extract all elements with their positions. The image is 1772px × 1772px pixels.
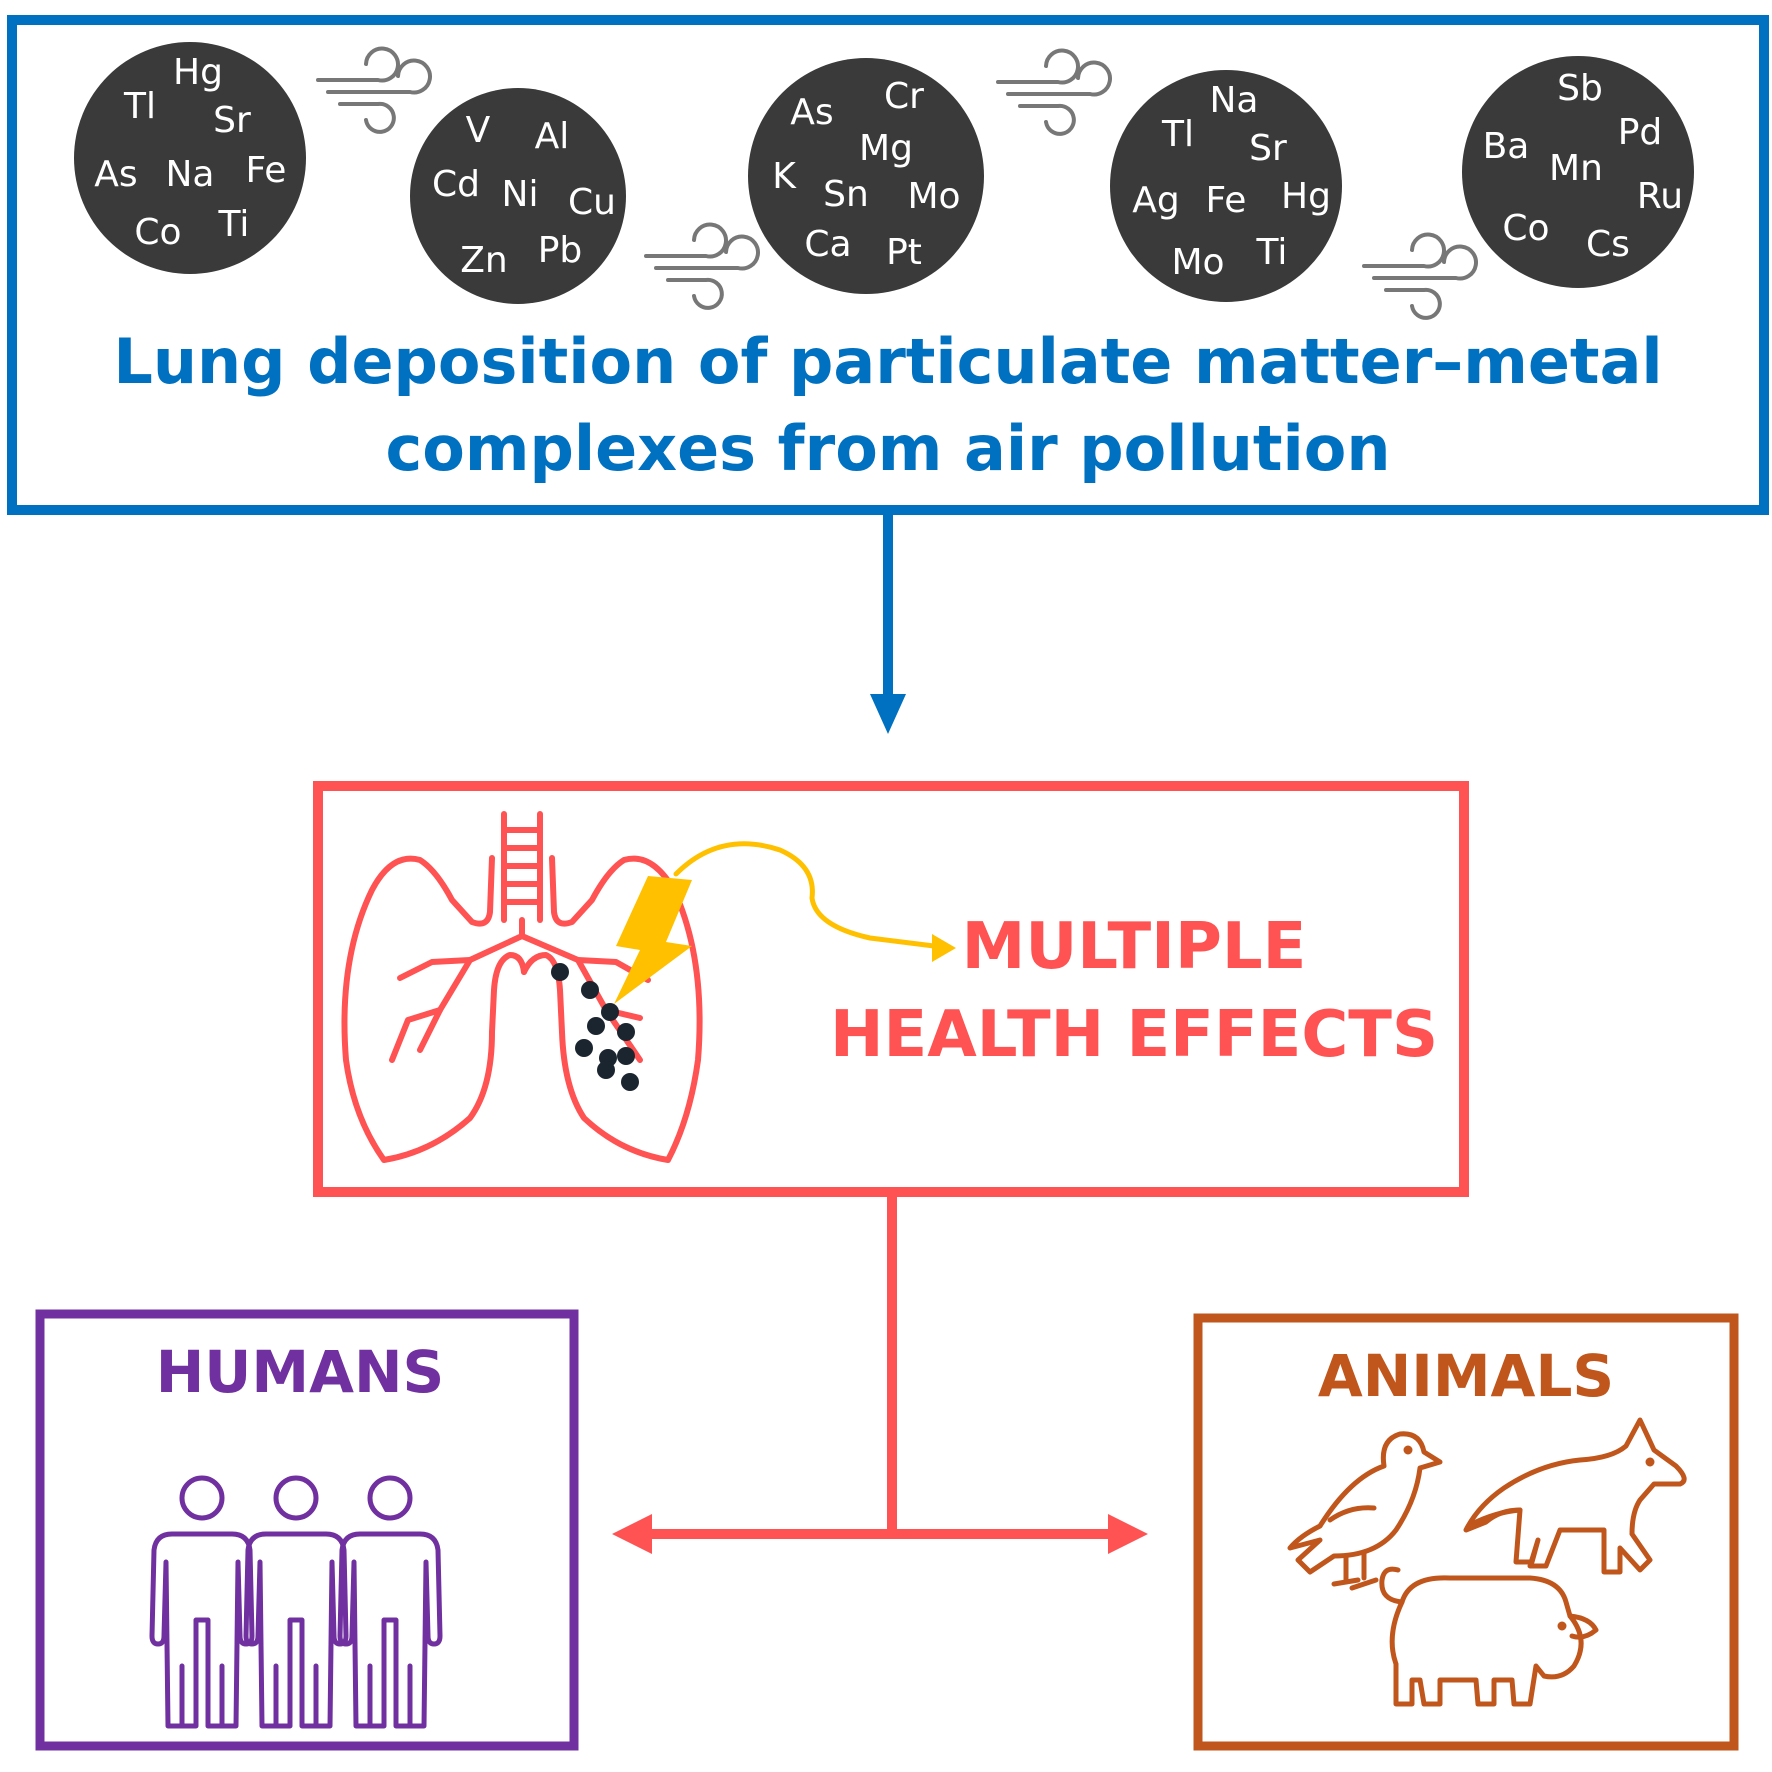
element-label: Ba [1483, 126, 1530, 167]
down-arrow-head [870, 694, 906, 734]
element-label: Ti [218, 204, 250, 245]
element-label: Ag [1132, 180, 1179, 221]
health-title-line2: HEALTH EFFECTS [830, 998, 1438, 1072]
health-box [313, 781, 1469, 1197]
element-label: Mo [1171, 242, 1224, 283]
element-label: Mn [1549, 148, 1603, 189]
element-label: Co [134, 212, 181, 253]
element-label: Cd [432, 164, 480, 205]
particle-2 [410, 88, 626, 304]
element-label: Mg [859, 128, 913, 169]
arrow-right-head [1108, 1514, 1148, 1554]
element-label: Ti [1256, 232, 1288, 273]
curved-arrow-head [932, 934, 956, 962]
element-label: Ru [1637, 176, 1683, 217]
arrow-left-head [612, 1514, 652, 1554]
element-label: As [790, 92, 833, 133]
element-label: Al [535, 116, 570, 157]
curved-arrow [673, 841, 937, 949]
element-label: Sr [1249, 128, 1287, 169]
element-label: K [772, 156, 797, 197]
element-label: Hg [173, 52, 223, 93]
element-label: Sn [823, 174, 869, 215]
element-label: Na [166, 154, 215, 195]
top-title-line2: complexes from air pollution [386, 412, 1391, 485]
element-label: Zn [460, 240, 507, 281]
element-label: Ni [502, 174, 539, 215]
element-label: As [94, 154, 137, 195]
particle-3 [748, 58, 984, 294]
element-label: Pb [538, 230, 583, 271]
lightning-icon [614, 876, 692, 1004]
bird-icon [1287, 1431, 1443, 1591]
health-title-line1: MULTIPLE [962, 910, 1307, 984]
humans-title: HUMANS [156, 1338, 445, 1406]
element-label: Co [1502, 208, 1549, 249]
animals-title: ANIMALS [1318, 1342, 1614, 1410]
element-label: Hg [1281, 176, 1331, 217]
element-label: Na [1210, 80, 1259, 121]
element-label: Tl [1161, 114, 1194, 155]
humans-box [35, 1309, 579, 1751]
pig-icon [1379, 1566, 1599, 1707]
fox-icon [1463, 1417, 1687, 1575]
particle-5 [1462, 56, 1694, 288]
element-label: Fe [246, 150, 287, 191]
element-label: Cu [568, 182, 616, 223]
element-label: Pt [886, 232, 922, 273]
element-label: Sr [213, 100, 251, 141]
element-label: Ca [804, 224, 851, 265]
element-label: Pd [1618, 112, 1663, 153]
element-label: V [466, 110, 491, 151]
element-label: Fe [1206, 180, 1247, 221]
particle-1 [74, 42, 306, 274]
element-label: Mo [907, 176, 960, 217]
element-label: Tl [123, 86, 156, 127]
particle-4 [1110, 70, 1342, 302]
element-label: Sb [1557, 68, 1603, 109]
top-title-line1: Lung deposition of particulate matter–me… [113, 325, 1662, 398]
deposited-particles [551, 963, 639, 1091]
element-label: Cr [884, 76, 924, 117]
element-label: Cs [1586, 224, 1630, 265]
